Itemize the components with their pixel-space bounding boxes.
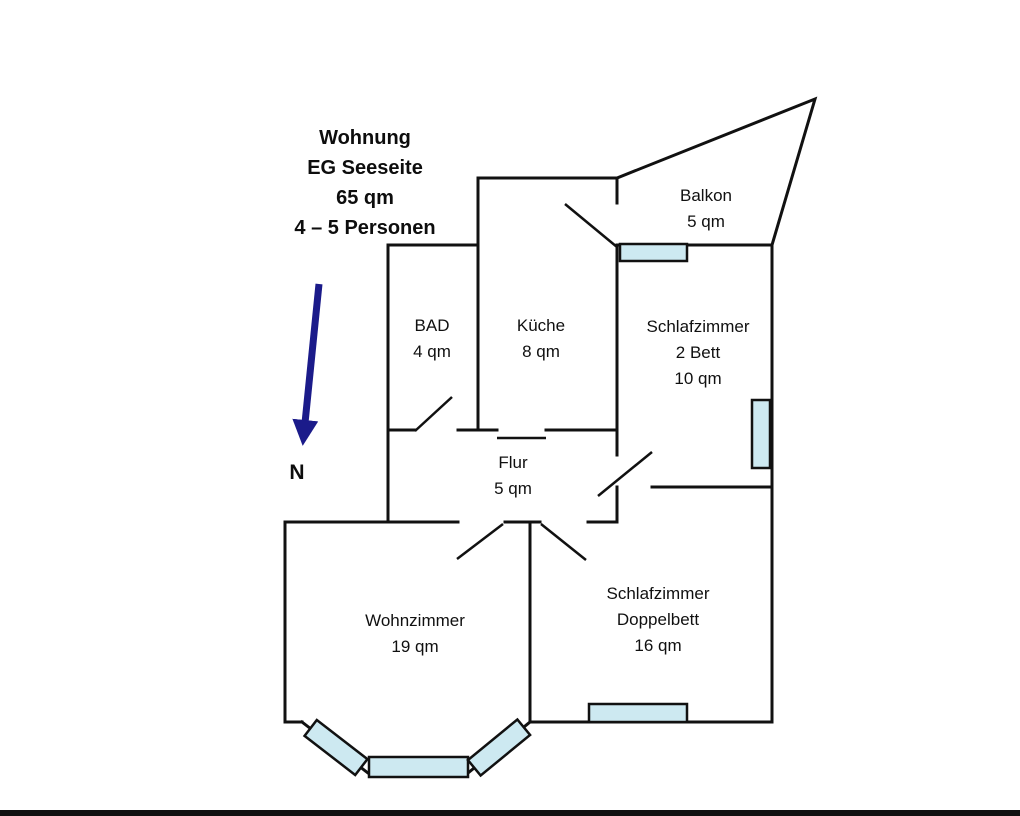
room-name: Balkon bbox=[680, 186, 732, 205]
title-line-4: 4 – 5 Personen bbox=[294, 217, 436, 239]
room-label-schlafzimmer2: Schlafzimmer 2 Bett 10 qm bbox=[623, 314, 773, 392]
title-line-3: 65 qm bbox=[336, 187, 394, 209]
window-bay-middle bbox=[367, 755, 470, 779]
door-doppelbett bbox=[540, 523, 587, 561]
door-wohnzimmer bbox=[456, 523, 504, 560]
room-area: 5 qm bbox=[687, 212, 725, 231]
room-area: 5 qm bbox=[494, 479, 532, 498]
room-area: 8 qm bbox=[522, 342, 560, 361]
room-area: 16 qm bbox=[634, 636, 682, 655]
door-bad bbox=[414, 396, 453, 432]
bottom-border bbox=[0, 810, 1020, 816]
room-label-doppelbett: Schlafzimmer Doppelbett 16 qm bbox=[573, 581, 743, 659]
room-area: 10 qm bbox=[674, 369, 722, 388]
door-schlafzimmer2 bbox=[597, 451, 653, 497]
north-arrow bbox=[292, 283, 323, 446]
room-name: Küche bbox=[516, 316, 566, 335]
windows bbox=[302, 242, 772, 779]
wall-balkon-outline bbox=[615, 96, 818, 247]
doors bbox=[414, 203, 653, 561]
north-label: N bbox=[289, 461, 305, 484]
title-line-1: Wohnung bbox=[319, 127, 411, 149]
plan-title: Wohnung EG Seeseite 65 qm 4 – 5 Personen bbox=[240, 123, 490, 243]
window-bay-left bbox=[302, 718, 370, 777]
window-schlafzimmer2-top bbox=[618, 242, 689, 263]
room-name: Schlafzimmer bbox=[606, 584, 710, 603]
window-doppelbett-bottom bbox=[587, 702, 689, 724]
room-label-balkon: Balkon 5 qm bbox=[656, 183, 756, 235]
room-name: Wohnzimmer bbox=[365, 611, 465, 630]
room-name: BAD bbox=[414, 316, 450, 335]
room-name: Schlafzimmer bbox=[646, 317, 750, 336]
room-label-flur: Flur 5 qm bbox=[463, 450, 563, 502]
room-area: 4 qm bbox=[413, 342, 451, 361]
title-line-2: EG Seeseite bbox=[307, 157, 423, 179]
room-detail: Doppelbett bbox=[616, 610, 700, 629]
north-arrow-icon bbox=[292, 283, 323, 446]
room-name: Flur bbox=[498, 453, 528, 472]
room-label-bad: BAD 4 qm bbox=[382, 313, 482, 365]
window-schlafzimmer2-right bbox=[750, 398, 772, 470]
room-label-wohnzimmer: Wohnzimmer 19 qm bbox=[340, 608, 490, 660]
door-balkon bbox=[564, 203, 618, 248]
room-label-kueche: Küche 8 qm bbox=[491, 313, 591, 365]
window-bay-right bbox=[466, 717, 532, 778]
room-detail: 2 Bett bbox=[675, 343, 721, 362]
room-area: 19 qm bbox=[391, 637, 439, 656]
walls bbox=[283, 96, 818, 775]
